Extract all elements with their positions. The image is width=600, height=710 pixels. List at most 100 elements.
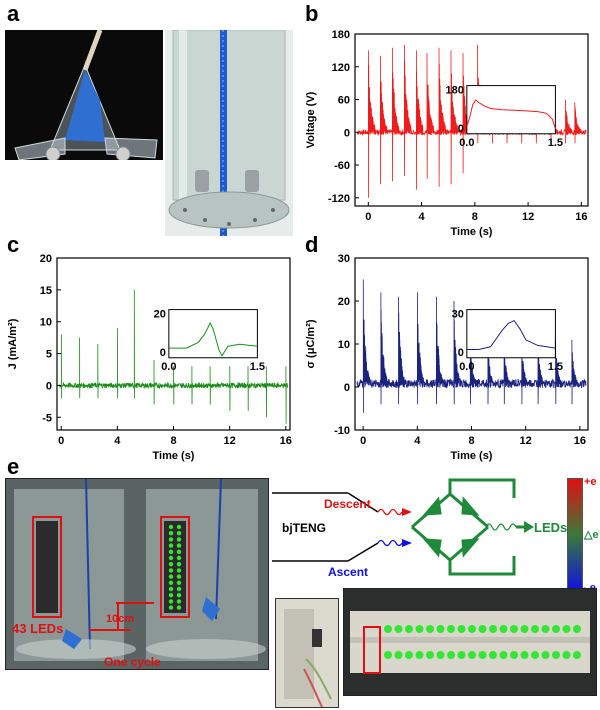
chart-d-ytick-label: 10 — [338, 339, 350, 351]
chart-d-xtick-label: 4 — [414, 435, 421, 447]
device-illustration — [14, 30, 158, 160]
lit-led — [176, 562, 182, 567]
breadboard-closeup-illustration — [276, 599, 338, 707]
photo-breadboard-closeup — [275, 598, 339, 708]
chart-d-xtick-label: 12 — [520, 435, 532, 447]
breadboard-led — [457, 625, 466, 633]
lit-led — [176, 531, 182, 536]
breadboard-led — [468, 651, 476, 659]
chart-b-xtick-label: 12 — [522, 211, 534, 223]
breadboard-led — [405, 651, 413, 659]
breadboard-led — [394, 625, 403, 633]
chart-d-inset-ytick-label: 30 — [452, 309, 464, 321]
photo-device-in-air — [5, 30, 163, 160]
breadboard-led — [541, 625, 550, 633]
breadboard-led — [573, 651, 581, 659]
charge-colorbar — [567, 478, 583, 592]
chart-c-y-axis-label: J (mA/m²) — [7, 318, 19, 369]
breadboard-led — [426, 625, 434, 633]
breadboard-led — [468, 625, 476, 633]
breadboard-led — [415, 625, 424, 633]
chart-b-inset-ytick-label: 180 — [445, 85, 463, 97]
label-10cm: 10cm — [106, 613, 135, 625]
chart-d-inset-xtick-label: 1.5 — [548, 361, 563, 373]
breadboard-led — [562, 625, 571, 633]
breadboard-led — [447, 625, 455, 633]
breadboard-led — [457, 651, 466, 659]
lit-led — [176, 574, 182, 579]
chart-c-inset-ytick-label: 0 — [160, 347, 166, 359]
chart-b-xtick-label: 8 — [472, 211, 478, 223]
chart-d-xtick-label: 8 — [468, 435, 474, 447]
breadboard-led — [426, 651, 434, 659]
lit-led — [168, 543, 174, 548]
chart-c-xtick-label: 8 — [170, 435, 176, 447]
breadboard-led — [573, 625, 581, 633]
chart-b-inset-ytick-label: 0 — [458, 123, 464, 135]
chart-c-ytick-label: 20 — [40, 253, 52, 265]
breadboard-leds-illustration — [350, 611, 590, 674]
photo-led-lighting-demo: 43 LEDs 10cm One cycle — [5, 478, 269, 670]
bridge-rectifier — [411, 478, 516, 576]
breadboard-led — [531, 625, 539, 633]
lit-led — [168, 555, 174, 561]
breadboard-led — [384, 625, 392, 633]
breadboard-led — [499, 625, 508, 633]
breadboard-led — [478, 625, 487, 633]
chart-b-ytick-label: 60 — [338, 95, 350, 107]
chart-b-ytick-label: -60 — [334, 160, 350, 172]
photo-breadboard-leds — [343, 588, 597, 696]
breadboard-led — [552, 625, 560, 633]
ascent-signal-wave — [377, 539, 403, 547]
breadboard-led — [447, 651, 455, 659]
label-bjteng: bjTENG — [282, 521, 326, 535]
chart-c-xtick-label: 16 — [280, 435, 292, 447]
chart-b-ytick-label: -120 — [328, 193, 350, 205]
water-tank-illustration — [168, 30, 290, 236]
lit-led — [176, 549, 182, 554]
chart-b-xtick-label: 4 — [419, 211, 426, 223]
breadboard-led — [499, 651, 508, 659]
breadboard-led — [489, 625, 497, 633]
lit-led — [168, 593, 174, 598]
chart-c-inset-ytick-label: 20 — [154, 309, 166, 321]
lit-led — [176, 524, 182, 530]
chart-c-ytick-label: 0 — [46, 380, 52, 392]
chart-d-inset-trace — [466, 319, 556, 350]
chart-b-inset-xtick-label: 1.5 — [548, 137, 563, 149]
lit-led — [176, 586, 182, 592]
chart-b-ytick-label: 180 — [332, 29, 350, 41]
breadboard-led — [520, 625, 529, 633]
breadboard-led — [405, 625, 413, 633]
breadboard-led — [436, 651, 445, 659]
chart-d-ytick-label: 20 — [338, 296, 350, 308]
breadboard-led — [531, 651, 539, 659]
chart-c-x-axis-label: Time (s) — [153, 450, 195, 462]
chart-c-xtick-label: 0 — [58, 435, 64, 447]
lit-led — [176, 605, 182, 610]
lit-led — [168, 599, 174, 604]
lit-led — [176, 593, 182, 598]
chart-d-y-axis-label: σ (μC/m²) — [305, 319, 317, 368]
lit-led — [168, 586, 174, 592]
breadboard-led — [415, 651, 424, 659]
lit-led — [168, 537, 174, 542]
lit-led — [168, 524, 174, 530]
colorbar-top-label: +e — [584, 476, 597, 488]
chart-b-inset-xtick-label: 0.0 — [459, 137, 474, 149]
breadboard-led — [520, 651, 529, 659]
chart-d-inset-xtick-label: 0.0 — [459, 361, 474, 373]
chart-b-xtick-label: 0 — [365, 211, 371, 223]
lit-led — [168, 549, 174, 554]
lit-led — [176, 537, 182, 542]
lit-led — [176, 580, 182, 585]
chart-c-ytick-label: 15 — [40, 285, 52, 297]
label-43-leds: 43 LEDs — [12, 621, 64, 636]
breadboard-led — [510, 651, 518, 659]
lit-led — [168, 568, 174, 573]
chart-c-xtick-label: 4 — [114, 435, 121, 447]
chart-b-xtick-label: 16 — [575, 211, 587, 223]
lit-led — [168, 605, 174, 610]
chart-c-ytick-label: 5 — [46, 349, 52, 361]
